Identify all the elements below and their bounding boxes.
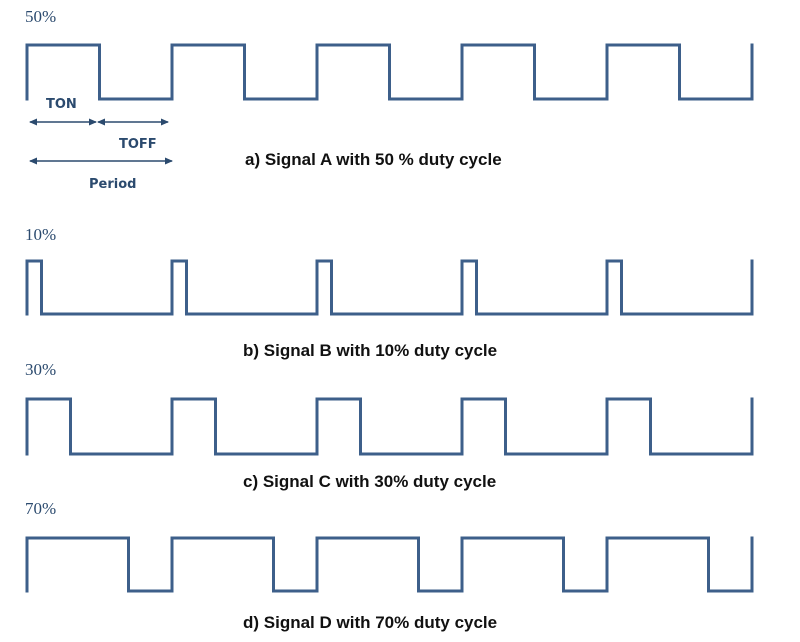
signal-b-waveform (25, 259, 754, 316)
signal-a-caption: a) Signal A with 50 % duty cycle (245, 150, 502, 169)
signal-d-waveform (25, 536, 754, 593)
signal-c-waveform (25, 397, 754, 456)
period-label: Period (89, 177, 136, 192)
toff-label: TOFF (119, 137, 157, 152)
signal-d-caption: d) Signal D with 70% duty cycle (243, 613, 497, 632)
signal-a-group: 50% a) Signal A with 50 % duty cycle (25, 7, 754, 169)
signal-b-caption: b) Signal B with 10% duty cycle (243, 341, 497, 360)
signal-d-percent-label: 70% (25, 499, 56, 518)
signal-b-percent-label: 10% (25, 225, 56, 244)
signal-b-group: 10% b) Signal B with 10% duty cycle (25, 225, 754, 360)
signal-a-percent-label: 50% (25, 7, 56, 26)
ton-label: TON (46, 97, 77, 112)
signal-c-percent-label: 30% (25, 360, 56, 379)
timing-annotations: TON TOFF Period (29, 97, 173, 192)
signal-d-group: 70% d) Signal D with 70% duty cycle (25, 499, 754, 632)
signal-c-group: 30% c) Signal C with 30% duty cycle (25, 360, 754, 491)
signal-a-waveform (25, 43, 754, 101)
signal-c-caption: c) Signal C with 30% duty cycle (243, 472, 496, 491)
